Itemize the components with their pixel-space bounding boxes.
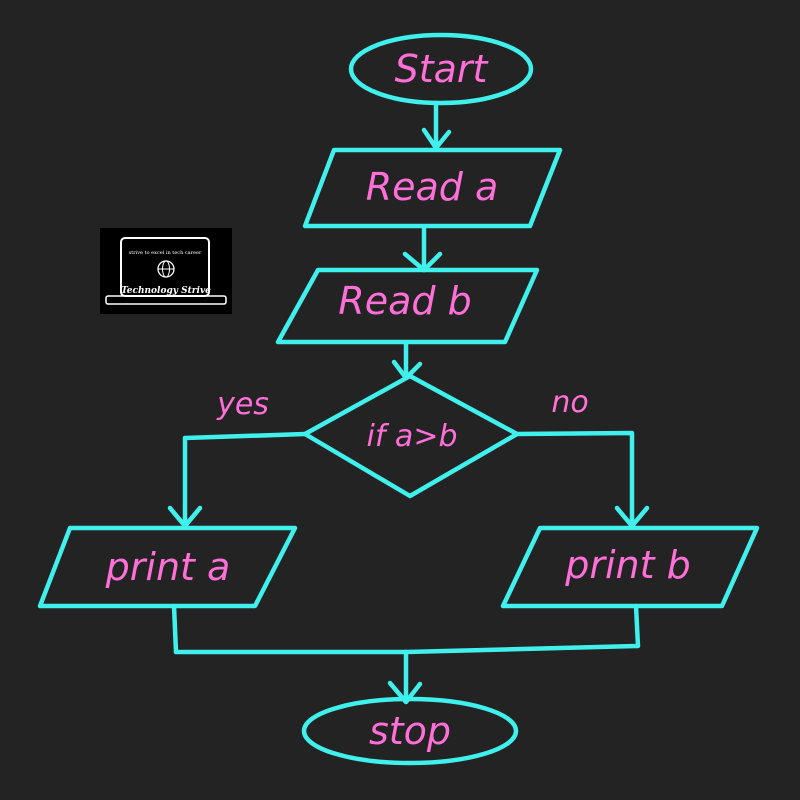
no-label: no bbox=[551, 385, 588, 420]
no-branch-line bbox=[514, 430, 635, 527]
technology-strive-logo: strive to excel in tech career Technolog… bbox=[100, 228, 232, 314]
read-a-label: Read a bbox=[366, 165, 499, 209]
merge-line-right bbox=[403, 603, 641, 655]
read-b-label: Read b bbox=[338, 279, 471, 323]
globe-icon bbox=[157, 260, 175, 278]
print-a-node bbox=[37, 525, 298, 609]
print-b-label: print b bbox=[564, 543, 691, 587]
yes-label: yes bbox=[216, 387, 269, 422]
merge-line-left bbox=[171, 603, 409, 655]
logo-tagline: strive to excel in tech career bbox=[129, 250, 202, 256]
decision-label: if a>b bbox=[367, 419, 458, 454]
stop-label: stop bbox=[369, 709, 451, 753]
yes-branch-line bbox=[182, 431, 308, 527]
read-a-node bbox=[302, 147, 563, 229]
decision-node bbox=[302, 373, 520, 499]
read-b-node bbox=[275, 267, 540, 345]
print-a-label: print a bbox=[105, 545, 231, 589]
stop-node bbox=[301, 696, 519, 766]
start-node bbox=[348, 32, 534, 106]
logo-name: Technology Strive bbox=[121, 286, 211, 296]
start-label: Start bbox=[395, 47, 490, 91]
arrowhead-merge-stop bbox=[387, 680, 423, 705]
print-b-node bbox=[500, 525, 760, 609]
